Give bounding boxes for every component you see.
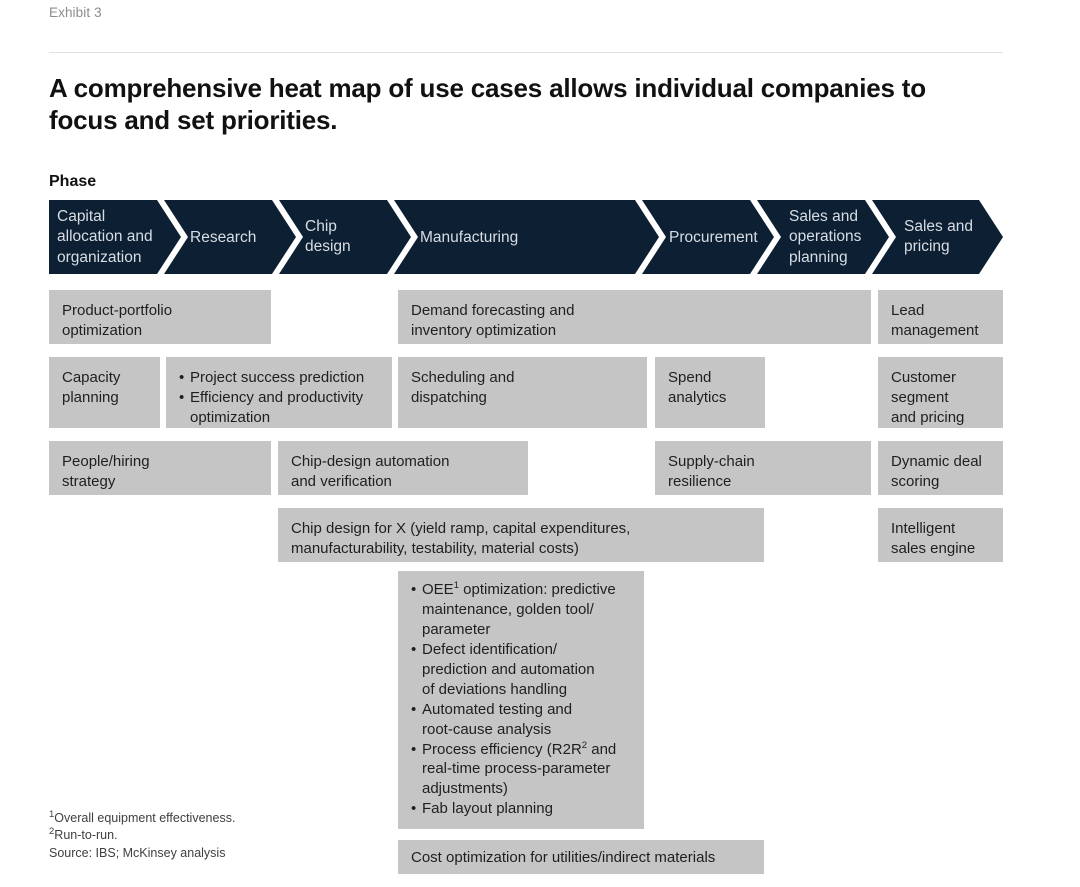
bullet-list: OEE1 optimization: predictive maintenanc… bbox=[411, 580, 632, 819]
cell-research-bullets[interactable]: Project success prediction Efficiency an… bbox=[166, 357, 392, 428]
cell-chip-design-for-x[interactable]: Chip design for X (yield ramp, capital e… bbox=[278, 508, 764, 562]
chevron-manufacturing[interactable] bbox=[394, 200, 659, 274]
list-item: Efficiency and productivity optimization bbox=[179, 388, 380, 428]
cell-customer-segment-and-pricing[interactable]: Customer segment and pricing bbox=[878, 357, 1003, 428]
cell-capacity-planning[interactable]: Capacity planning bbox=[49, 357, 160, 428]
list-item: Defect identification/ prediction and au… bbox=[411, 640, 632, 700]
cell-manufacturing-use-cases[interactable]: OEE1 optimization: predictive maintenanc… bbox=[398, 571, 644, 829]
page-title: A comprehensive heat map of use cases al… bbox=[49, 73, 926, 135]
phase-segment-label-research: Research bbox=[190, 229, 257, 246]
chevron-sales-and-operations-planning[interactable] bbox=[757, 200, 889, 274]
list-item: Automated testing and root-cause analysi… bbox=[411, 700, 632, 740]
cell-label: Capacity planning bbox=[62, 369, 121, 406]
cell-label: Dynamic deal scoring bbox=[891, 453, 982, 490]
cell-people-hiring-strategy[interactable]: People/hiring strategy bbox=[49, 441, 271, 495]
exhibit-label: Exhibit 3 bbox=[49, 5, 102, 20]
cell-label: Demand forecasting and inventory optimiz… bbox=[411, 302, 575, 339]
cell-label: Lead management bbox=[891, 302, 979, 339]
phase-chevron-shapes bbox=[49, 200, 1003, 274]
footnote-marker: 2 bbox=[581, 739, 588, 751]
chevron-sales-and-pricing[interactable] bbox=[872, 200, 1003, 274]
footnote-marker: 1 bbox=[49, 808, 55, 820]
cell-label: Intelligent sales engine bbox=[891, 520, 976, 557]
cell-demand-forecasting-and-inventory-optimization[interactable]: Demand forecasting and inventory optimiz… bbox=[398, 290, 871, 344]
source-line: Source: IBS; McKinsey analysis bbox=[49, 845, 226, 860]
header-divider bbox=[49, 52, 1003, 53]
cell-label: Product-portfolio optimization bbox=[62, 302, 173, 339]
cell-label: Chip-design automation and verification bbox=[291, 453, 450, 490]
list-item: Process efficiency (R2R2 and real-time p… bbox=[411, 740, 632, 800]
cell-label: Spend analytics bbox=[668, 369, 727, 406]
phase-segment-label-sales-and-operations-planning: Sales and operations planning bbox=[789, 208, 862, 266]
cell-scheduling-and-dispatching[interactable]: Scheduling and dispatching bbox=[398, 357, 647, 428]
phase-segment-label-procurement: Procurement bbox=[669, 229, 758, 246]
cell-supply-chain-resilience[interactable]: Supply-chain resilience bbox=[655, 441, 871, 495]
cell-label: Customer segment and pricing bbox=[891, 369, 965, 426]
phase-segment-label-sales-and-pricing: Sales and pricing bbox=[904, 218, 973, 256]
cell-spend-analytics[interactable]: Spend analytics bbox=[655, 357, 765, 428]
footnote-2: 2Run-to-run. bbox=[49, 826, 118, 843]
list-item: Fab layout planning bbox=[411, 799, 632, 819]
chevron-capital-allocation-and-organization[interactable] bbox=[49, 200, 181, 274]
cell-label: Supply-chain resilience bbox=[668, 453, 755, 490]
cell-label: Scheduling and dispatching bbox=[411, 369, 515, 406]
cell-lead-management[interactable]: Lead management bbox=[878, 290, 1003, 344]
cell-label: People/hiring strategy bbox=[62, 453, 150, 490]
cell-chip-design-automation-and-verification[interactable]: Chip-design automation and verification bbox=[278, 441, 528, 495]
cell-label: Chip design for X (yield ramp, capital e… bbox=[291, 520, 631, 557]
chevron-chip-design[interactable] bbox=[279, 200, 411, 274]
phase-segment-label-capital-allocation-and-organization: Capital allocation and organization bbox=[57, 208, 153, 266]
footnote-marker: 1 bbox=[453, 580, 459, 591]
phase-segment-label-chip-design: Chip design bbox=[305, 218, 351, 256]
phase-chevron-bar: Capital allocation and organization Rese… bbox=[49, 200, 1003, 274]
footnote-1: 1Overall equipment effectiveness. bbox=[49, 808, 236, 825]
bullet-list: Project success prediction Efficiency an… bbox=[179, 368, 380, 428]
cell-label: Cost optimization for utilities/indirect… bbox=[411, 849, 716, 866]
footnote-marker: 2 bbox=[49, 826, 55, 838]
phase-axis-label: Phase bbox=[49, 173, 97, 190]
list-item: OEE1 optimization: predictive maintenanc… bbox=[411, 580, 632, 640]
cell-dynamic-deal-scoring[interactable]: Dynamic deal scoring bbox=[878, 441, 1003, 495]
list-item: Project success prediction bbox=[179, 368, 380, 388]
cell-product-portfolio-optimization[interactable]: Product-portfolio optimization bbox=[49, 290, 271, 344]
chevron-procurement[interactable] bbox=[642, 200, 774, 274]
chevron-research[interactable] bbox=[164, 200, 296, 274]
footnotes-block: 1Overall equipment effectiveness. 2Run-t… bbox=[49, 810, 235, 862]
phase-segment-label-manufacturing: Manufacturing bbox=[420, 229, 519, 246]
cell-intelligent-sales-engine[interactable]: Intelligent sales engine bbox=[878, 508, 1003, 562]
cell-cost-optimization-utilities-indirect-materials[interactable]: Cost optimization for utilities/indirect… bbox=[398, 840, 764, 874]
